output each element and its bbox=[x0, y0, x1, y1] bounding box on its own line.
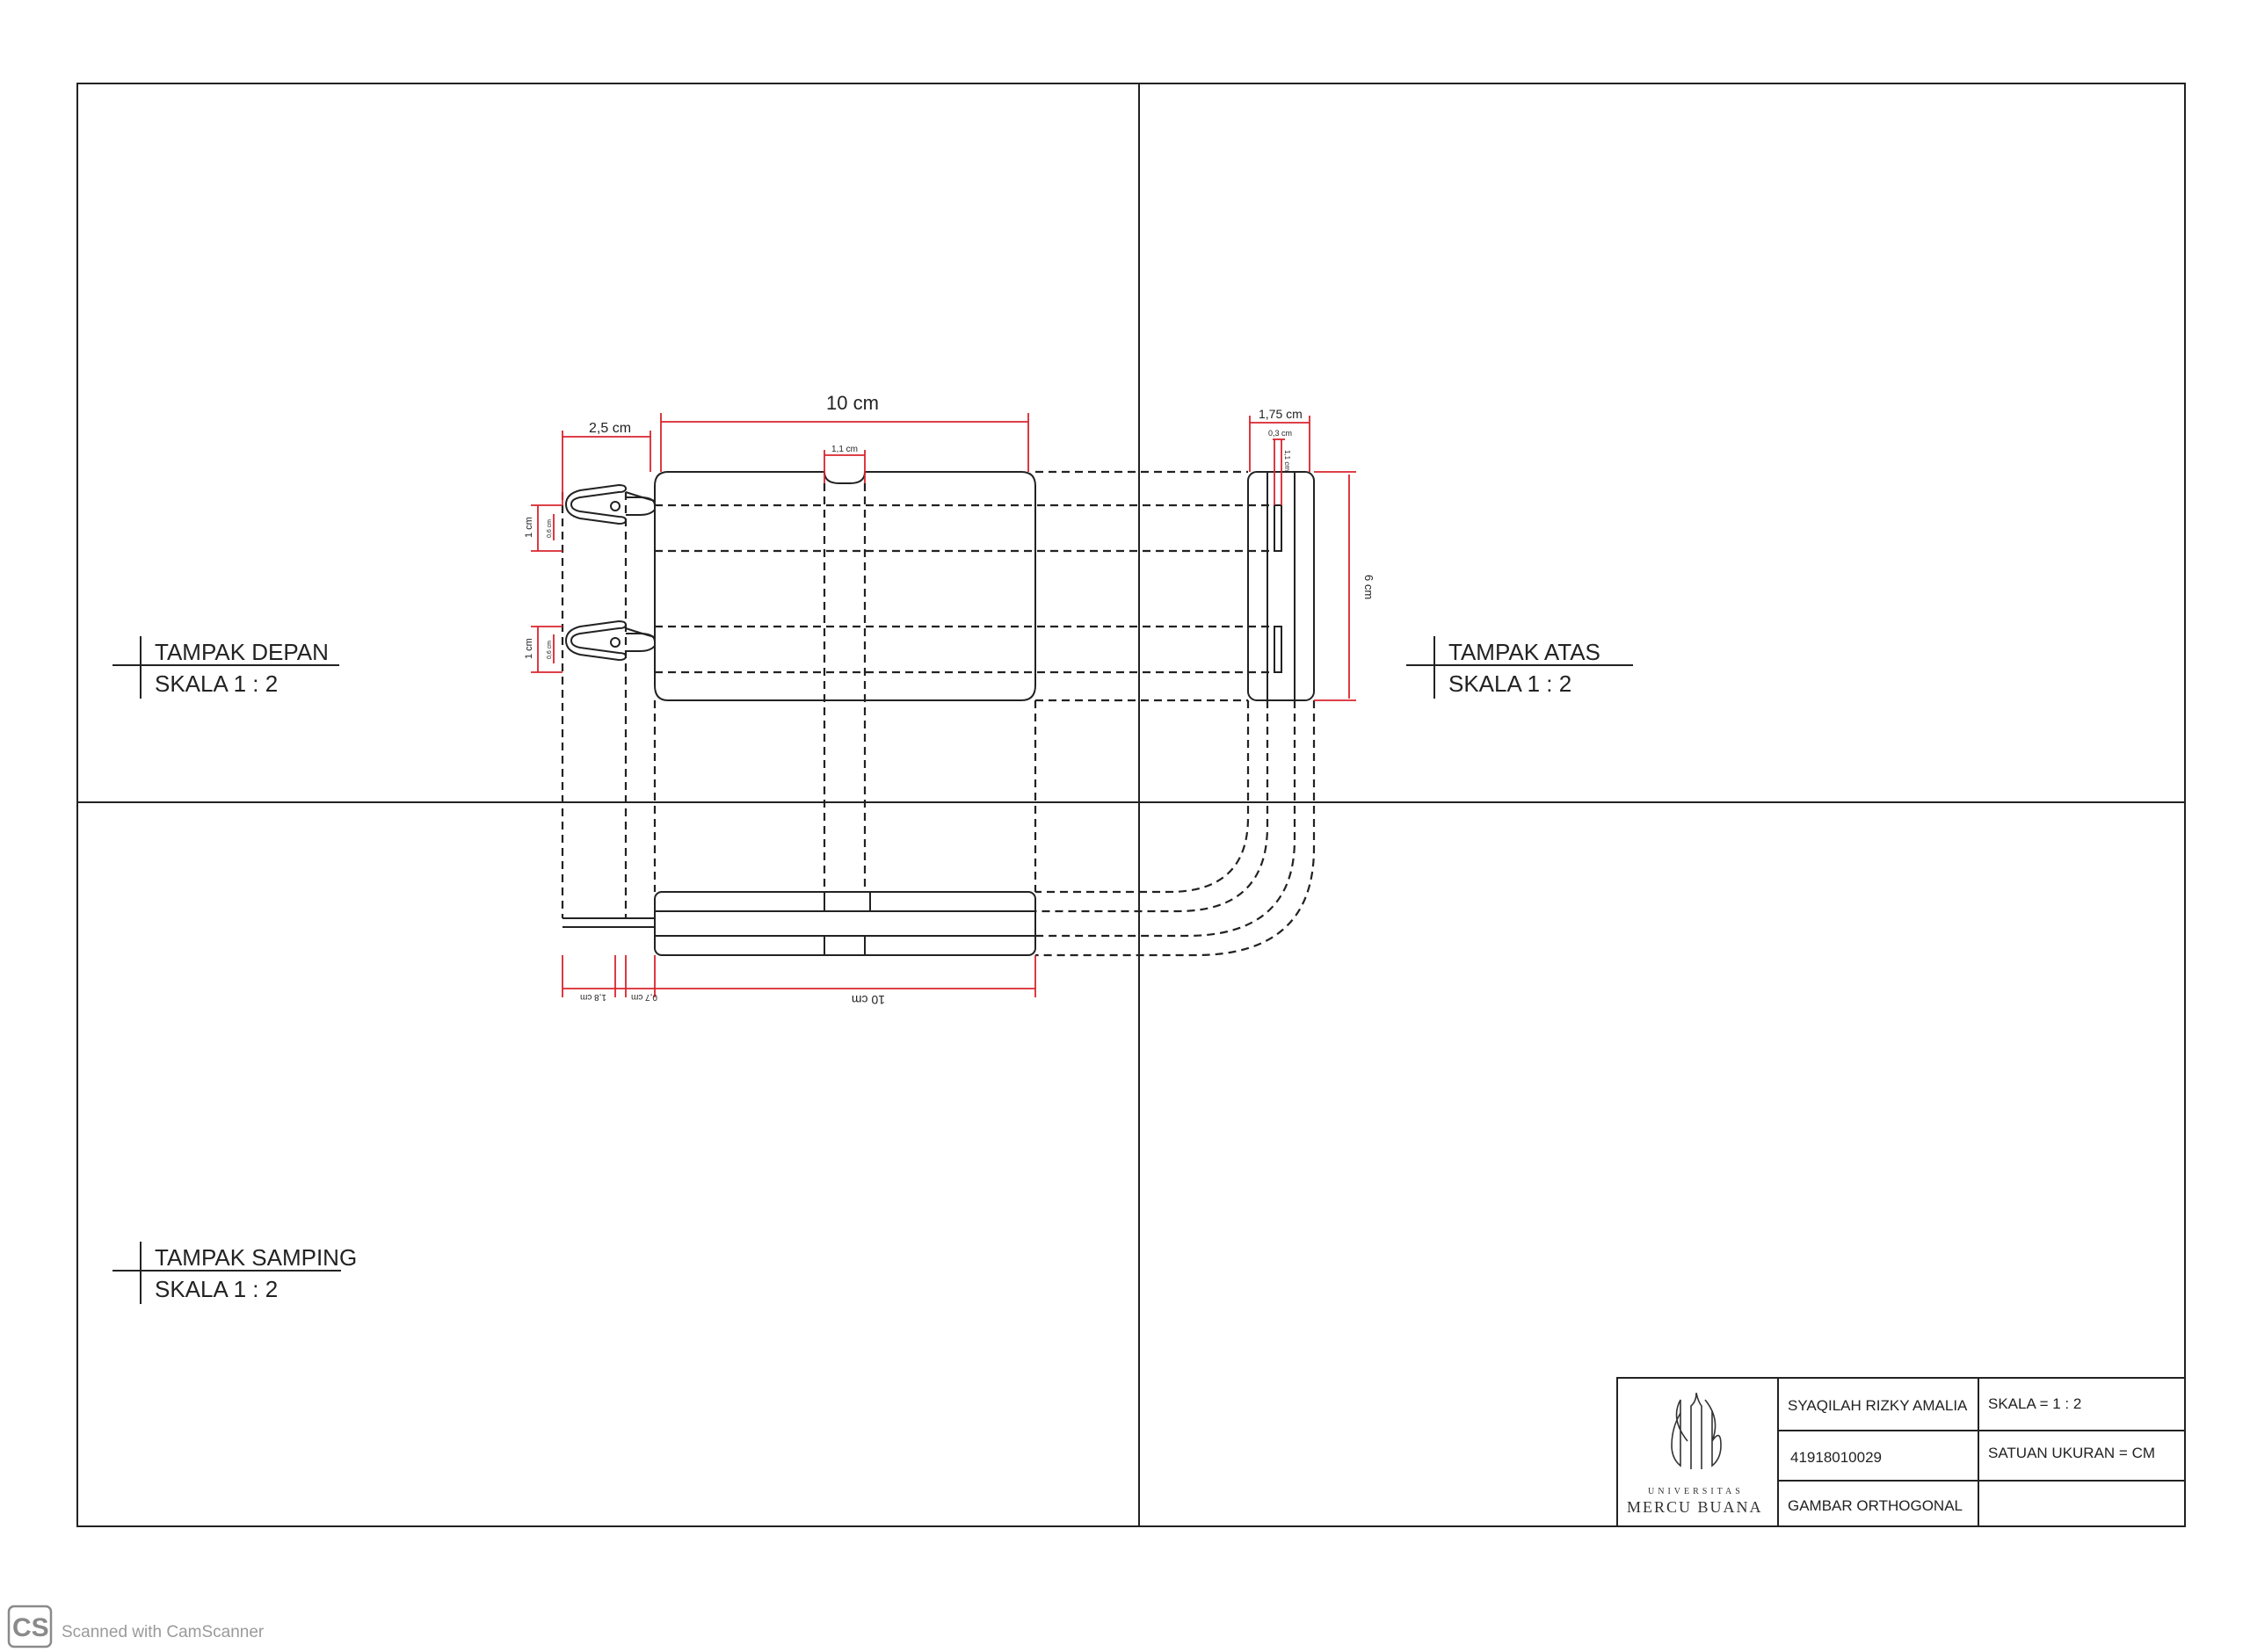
front-view-title: TAMPAK DEPAN bbox=[155, 639, 329, 665]
dim-depth: 1,75 cm bbox=[1259, 407, 1303, 421]
label-front-view: TAMPAK DEPAN SKALA 1 : 2 bbox=[112, 636, 339, 699]
dim-hook-h1: 1 cm bbox=[524, 517, 534, 538]
projection-curves bbox=[1035, 700, 1316, 957]
top-view-title: TAMPAK ATAS bbox=[1448, 639, 1600, 665]
dim-bottom-b: 0,7 cm bbox=[631, 992, 657, 1002]
sheet-frame bbox=[76, 83, 2186, 1527]
dim-width-bottom: 10 cm bbox=[852, 993, 885, 1007]
front-view-body bbox=[654, 471, 1036, 701]
dim-hook-h1-inner: 0,6 cm bbox=[547, 519, 553, 538]
measurement-unit: SATUAN UKURAN = CM bbox=[1988, 1445, 2155, 1461]
title-block: UNIVERSITAS MERCU BUANA SYAQILAH RIZKY A… bbox=[1616, 1377, 2186, 1527]
front-view-scale: SKALA 1 : 2 bbox=[155, 670, 278, 697]
hook-lower bbox=[564, 620, 656, 662]
camscanner-badge: CS bbox=[12, 1613, 49, 1642]
camscanner-watermark: CS Scanned with CamScanner bbox=[7, 1605, 265, 1648]
dimension-lines bbox=[531, 413, 1356, 997]
university-logo: UNIVERSITAS MERCU BUANA bbox=[1627, 1392, 1763, 1516]
dim-slot-side: 1,1 cm bbox=[1283, 450, 1291, 471]
camscanner-text: Scanned with CamScanner bbox=[62, 1623, 265, 1641]
label-side-view: TAMPAK SAMPING SKALA 1 : 2 bbox=[112, 1242, 357, 1304]
side-view-scale: SKALA 1 : 2 bbox=[155, 1276, 278, 1302]
label-top-view: TAMPAK ATAS SKALA 1 : 2 bbox=[1406, 636, 1633, 699]
camscanner-logo-icon bbox=[7, 1605, 53, 1648]
dim-height: 6 cm bbox=[1362, 575, 1375, 599]
dim-slot: 0,3 cm bbox=[1268, 429, 1292, 438]
dim-width-top: 10 cm bbox=[826, 392, 879, 414]
student-id: 41918010029 bbox=[1790, 1449, 1882, 1466]
dim-hook-h2-inner: 0,6 cm bbox=[547, 641, 553, 659]
side-view-title: TAMPAK SAMPING bbox=[155, 1244, 357, 1271]
logo-text-line2: MERCU BUANA bbox=[1627, 1498, 1763, 1516]
projection-lines-vertical bbox=[561, 483, 1037, 918]
dimension-labels: 10 cm 2,5 cm 1,1 cm 1,75 cm 0,3 cm 1,1 c… bbox=[524, 392, 1375, 1007]
projection-lines-horizontal bbox=[655, 470, 1274, 702]
top-view-body bbox=[1247, 471, 1315, 701]
top-view-scale: SKALA 1 : 2 bbox=[1448, 670, 1571, 697]
side-view-body bbox=[562, 891, 1036, 956]
student-name: SYAQILAH RIZKY AMALIA bbox=[1788, 1397, 1968, 1414]
dim-hook-length: 2,5 cm bbox=[589, 421, 631, 436]
dim-bottom-a: 1,8 cm bbox=[580, 992, 606, 1002]
hook-upper bbox=[564, 483, 656, 525]
dim-notch: 1,1 cm bbox=[831, 445, 858, 454]
drawing-title: GAMBAR ORTHOGONAL bbox=[1788, 1497, 1963, 1514]
drawing-scale: SKALA = 1 : 2 bbox=[1988, 1395, 2081, 1412]
dim-hook-h2: 1 cm bbox=[524, 638, 534, 659]
logo-text-line1: UNIVERSITAS bbox=[1648, 1487, 1744, 1496]
